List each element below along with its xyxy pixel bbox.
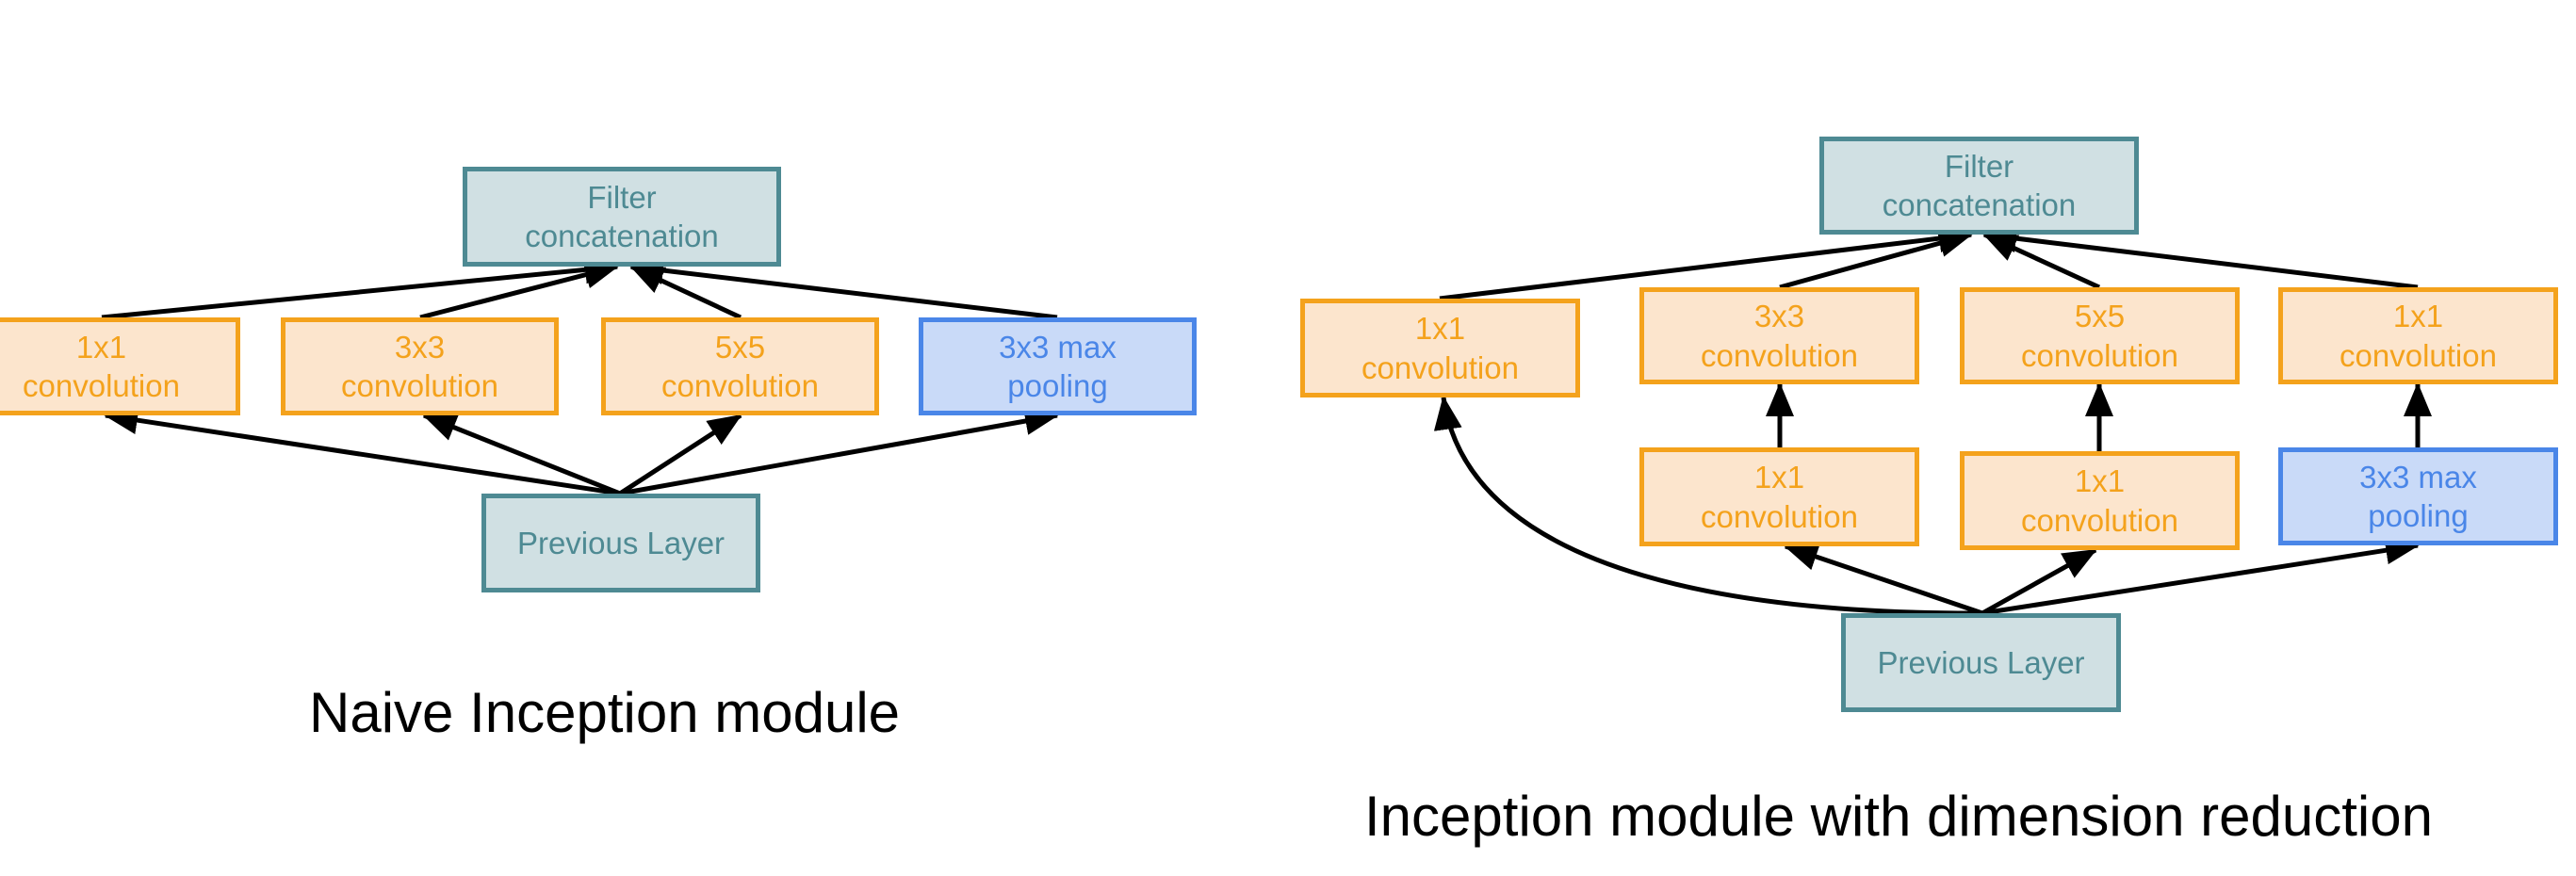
reduced-caption: Inception module with dimension reductio… xyxy=(1364,785,2433,848)
reduced-conv-1x1-after-pool: 1x1 convolution xyxy=(2278,287,2558,384)
arrow-naive-prev-to-conv5x5 xyxy=(618,413,742,496)
naive-conv-3x3: 3x3 convolution xyxy=(281,317,559,415)
arrow-naive-prev-to-conv1x1 xyxy=(104,406,621,496)
naive-max-pooling: 3x3 max pooling xyxy=(919,317,1197,415)
arrow-naive-conv1x1-to-concat xyxy=(101,255,619,320)
reduced-conv-5x5: 5x5 convolution xyxy=(1960,287,2240,384)
arrow-naive-prev-to-conv3x3 xyxy=(422,413,621,496)
reduced-conv-1x1-reduce-5x5: 1x1 convolution xyxy=(1960,451,2240,550)
arrow-reduced-prev-to-reduce5x5 xyxy=(1981,547,2097,616)
arrow-naive-conv3x3-to-concat xyxy=(419,260,619,320)
arrow-reduced-conv3x3-to-concat xyxy=(1779,229,1973,290)
reduced-previous-layer: Previous Layer xyxy=(1841,613,2121,712)
arrow-naive-prev-to-maxpool xyxy=(619,407,1059,496)
reduced-filter-concatenation: Filter concatenation xyxy=(1819,137,2139,235)
reduced-conv-3x3: 3x3 convolution xyxy=(1639,287,1919,384)
arrow-naive-maxpool-to-concat xyxy=(629,256,1058,320)
arrow-reduced-prev-to-reduce3x3 xyxy=(1784,543,1983,616)
naive-conv-1x1: 1x1 convolution xyxy=(0,317,240,415)
naive-caption: Naive Inception module xyxy=(309,681,901,744)
naive-filter-concatenation: Filter concatenation xyxy=(463,167,781,267)
arrow-reduced-conv1x1-to-concat xyxy=(1439,224,1973,301)
reduced-conv-1x1-reduce-3x3: 1x1 convolution xyxy=(1639,447,1919,546)
naive-conv-5x5: 5x5 convolution xyxy=(601,317,879,415)
arrow-reduced-prev-to-maxpool xyxy=(1981,536,2420,616)
reduced-conv-1x1-direct: 1x1 convolution xyxy=(1300,299,1580,397)
arrow-reduced-prev-to-conv1x1 xyxy=(1433,396,1983,616)
reduced-max-pooling: 3x3 max pooling xyxy=(2278,447,2558,545)
naive-previous-layer: Previous Layer xyxy=(481,494,760,592)
arrow-reduced-pool1x1-to-concat xyxy=(1982,224,2419,290)
